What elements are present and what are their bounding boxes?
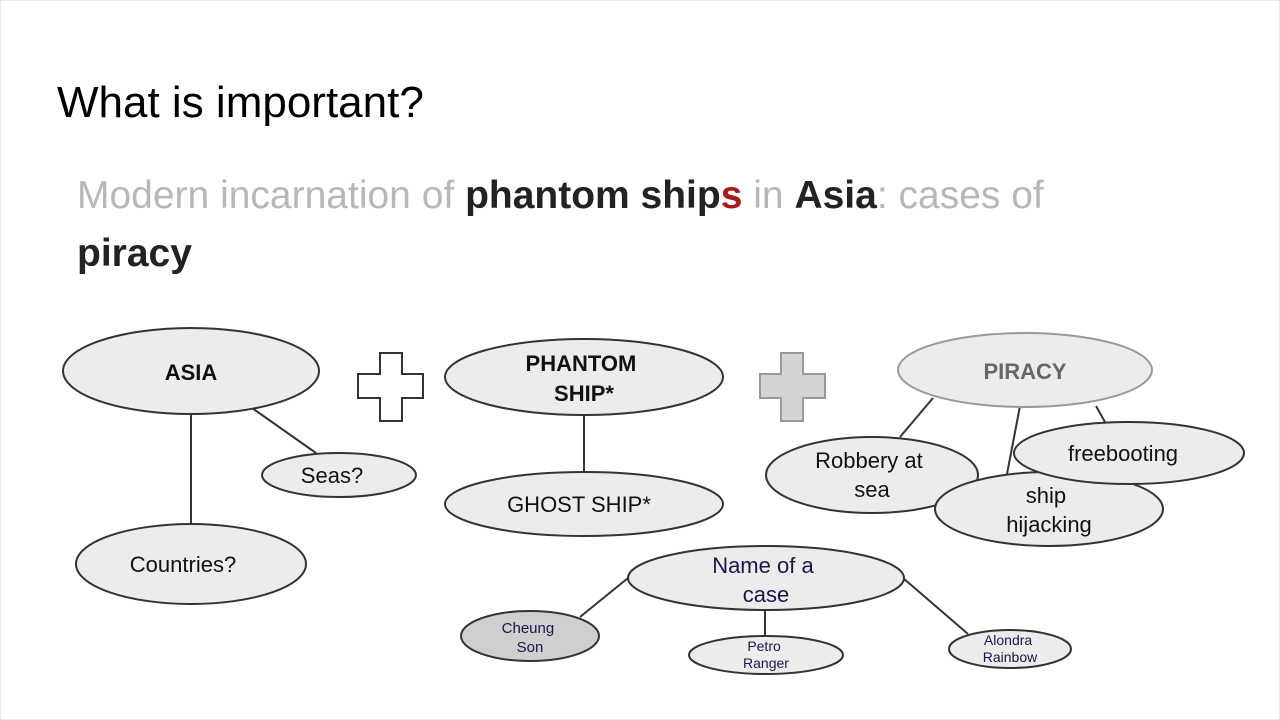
edge-asia-seas [251, 407, 317, 454]
node-countries-label: Countries? [130, 552, 236, 577]
node-phantom-line1: PHANTOM [526, 351, 637, 376]
edge-case-alondra [902, 577, 969, 635]
node-case-line2: case [743, 582, 789, 607]
svg-text:PHANTOM SHIP*: PHANTOM SHIP* [526, 351, 643, 406]
node-alondra-rainbow: Alondra Rainbow [948, 629, 1072, 669]
edge-piracy-robbery [899, 397, 934, 438]
slide-title: What is important? [57, 78, 424, 127]
node-phantom-ship: PHANTOM SHIP* [444, 338, 724, 416]
node-seas-label: Seas? [301, 463, 363, 488]
node-robbery-at-sea: Robbery at sea [765, 436, 979, 514]
subtitle-plural-s: s [720, 174, 743, 217]
node-countries: Countries? [75, 523, 307, 605]
node-piracy: PIRACY [897, 332, 1153, 408]
slide-subtitle: Modern incarnation of phantom ships in A… [77, 167, 1197, 283]
node-ship-hijacking: ship hijacking [934, 471, 1164, 547]
node-asia-label: ASIA [165, 360, 218, 385]
svg-text:Name of a case: Name of a case [712, 553, 820, 607]
svg-text:Cheung Son: Cheung Son [502, 620, 559, 656]
subtitle-phantom: phantom ship [465, 174, 721, 217]
node-name-of-case: Name of a case [627, 545, 905, 611]
svg-text:Petro Ranger: Petro Ranger [743, 638, 789, 671]
node-hijacking-line1: ship [1026, 483, 1066, 508]
node-asia: ASIA [62, 327, 320, 415]
node-cheung-line1: Cheung [502, 620, 555, 637]
node-robbery-line2: sea [854, 477, 890, 502]
node-petro-ranger: Petro Ranger [688, 635, 844, 675]
subtitle-asia: Asia [794, 174, 877, 217]
node-ghost-ship: GHOST SHIP* [444, 471, 724, 537]
node-seas: Seas? [261, 452, 417, 498]
node-ghost-label: GHOST SHIP* [507, 492, 651, 517]
node-piracy-label: PIRACY [983, 359, 1066, 384]
node-phantom-line2: SHIP* [554, 381, 614, 406]
node-alondra-line1: Alondra [984, 632, 1032, 648]
edge-case-cheung [579, 577, 629, 618]
subtitle-part-1: Modern incarnation of [77, 174, 466, 217]
node-robbery-line1: Robbery at [815, 448, 923, 473]
node-alondra-line2: Rainbow [983, 649, 1038, 665]
subtitle-in: in [742, 174, 795, 217]
node-freebooting-label: freebooting [1068, 441, 1178, 466]
edge-piracy-freebooting [1095, 405, 1106, 423]
node-hijacking-line2: hijacking [1006, 512, 1092, 537]
node-freebooting: freebooting [1013, 421, 1245, 485]
node-case-line1: Name of a [712, 553, 814, 578]
node-petro-line2: Ranger [743, 655, 789, 671]
subtitle-piracy: piracy [77, 232, 192, 275]
node-cheung-line2: Son [517, 639, 544, 656]
svg-text:Alondra Rainbow: Alondra Rainbow [983, 632, 1038, 665]
svg-text:Robbery at sea: Robbery at sea [815, 448, 929, 502]
subtitle-colon: : cases of [876, 174, 1044, 217]
svg-text:ship hijacking: ship hijacking [1006, 483, 1092, 537]
plus-icon-muted [759, 352, 826, 422]
edge-piracy-hijacking [1006, 405, 1021, 475]
node-petro-line1: Petro [747, 638, 781, 654]
plus-icon [357, 352, 424, 422]
node-cheung-son: Cheung Son [460, 610, 600, 662]
